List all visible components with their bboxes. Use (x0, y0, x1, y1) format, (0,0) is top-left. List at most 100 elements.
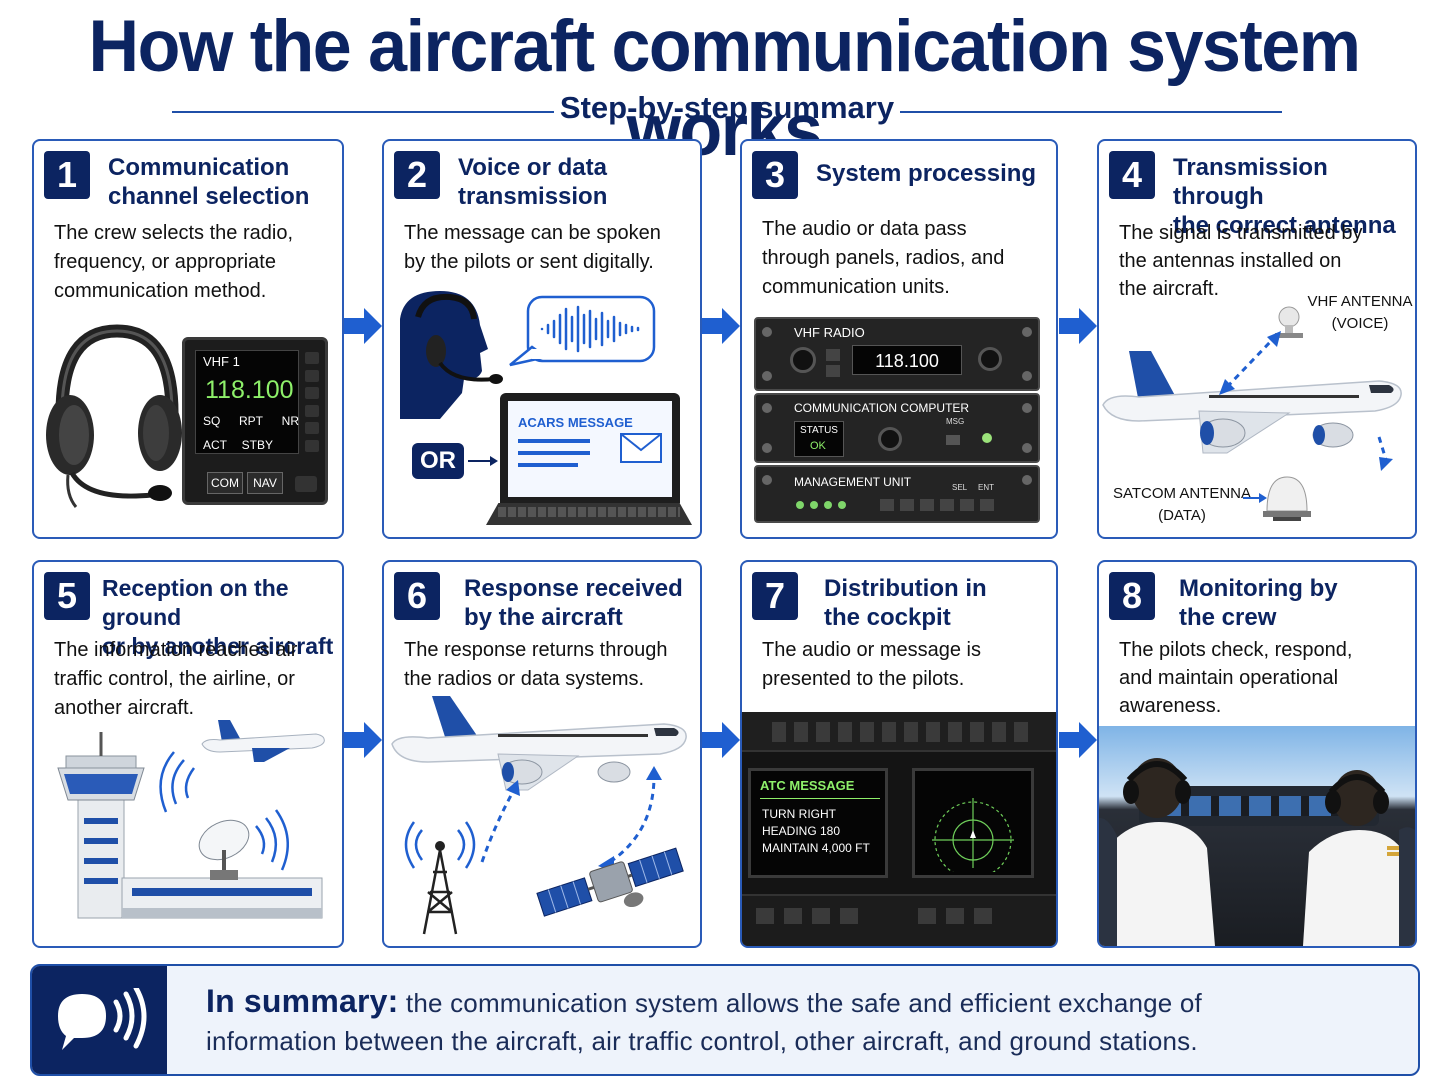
step-4-number: 4 (1109, 151, 1155, 199)
radio-waves-icon (159, 751, 289, 871)
atc-message-title: ATC MESSAGE (760, 778, 855, 793)
vhf-antenna-icon (1275, 306, 1303, 338)
softkey-nr[interactable]: NR (281, 414, 299, 428)
flow-arrow-6-7 (702, 722, 740, 758)
step-3-number: 3 (752, 151, 798, 199)
flow-arrow-1-2 (344, 308, 382, 344)
satellite-icon (536, 847, 684, 917)
summary-line-2: information between the aircraft, air tr… (206, 1026, 1198, 1056)
pilot-left-icon (1099, 758, 1215, 946)
vhf-channel-label: VHF 1 (203, 354, 240, 369)
step-8-number: 8 (1109, 572, 1155, 620)
summary-lead: In summary: (206, 983, 399, 1019)
laptop: ACARS MESSAGE (486, 393, 692, 529)
satcom-antenna-label: SATCOM ANTENNA(DATA) (1112, 485, 1252, 524)
communication-computer-unit: COMMUNICATION COMPUTER STATUS OK MSG (754, 393, 1040, 463)
vhf-radio-panel: VHF 1 118.100 SQ RPT NR ACT STBY COM NAV (182, 337, 328, 505)
vhf-radio-label: VHF RADIO (794, 325, 865, 340)
vhf-frequency-display: 118.100 (205, 376, 294, 404)
computer-label: COMMUNICATION COMPUTER (794, 401, 970, 415)
vhf-radio-unit: VHF RADIO 118.100 (754, 317, 1040, 391)
management-unit: MANAGEMENT UNIT SEL ENT (754, 465, 1040, 523)
softkey-rpt[interactable]: RPT (239, 414, 263, 428)
step-8-description: The pilots check, respond,and maintain o… (1119, 639, 1353, 717)
nav-button[interactable]: NAV (247, 472, 283, 494)
radio-mast-icon (404, 821, 476, 935)
softkey-sq[interactable]: SQ (203, 414, 221, 428)
or-badge: OR (412, 443, 464, 479)
summary-box: In summary: the communication system all… (30, 964, 1420, 1076)
satcom-antenna-icon (1263, 476, 1311, 521)
cockpit-crew-scene (1099, 726, 1415, 946)
laptop-message-title: ACARS MESSAGE (518, 415, 633, 430)
subtitle-divider-right (900, 111, 1282, 113)
flow-arrow-5-6 (344, 722, 382, 758)
page-subtitle: Step-by-step summary (559, 90, 895, 125)
pilot-speaking-icon (400, 291, 503, 419)
flow-arrow-2-3 (702, 308, 740, 344)
airplane-icon (1102, 351, 1402, 454)
step-1-description: The crew selects the radio,frequency, or… (54, 222, 293, 302)
step-3-title: System processing (816, 160, 1037, 187)
control-tower-icon (57, 732, 323, 919)
envelope-icon (620, 433, 662, 463)
speech-sound-icon (58, 988, 147, 1050)
small-airplane-icon (201, 720, 325, 762)
com-button[interactable]: COM (207, 472, 243, 494)
status-value: OK (810, 440, 826, 452)
vhf-radio-frequency: 118.100 (852, 345, 962, 375)
vhf-antenna-label: VHF ANTENNA(VOICE) (1307, 293, 1413, 332)
signal-dashed-arrows (1219, 331, 1393, 471)
subtitle-divider-left (172, 111, 554, 113)
step-7-number: 7 (752, 572, 798, 620)
arrow-right-icon (468, 456, 498, 466)
voice-waveform-bubble (509, 295, 656, 367)
step-2-number: 2 (394, 151, 440, 199)
step-6-number: 6 (394, 572, 440, 620)
msg-label: MSG (946, 417, 965, 426)
status-label: STATUS (800, 425, 838, 436)
sel-label: SEL (952, 483, 968, 492)
ent-label: ENT (978, 483, 994, 492)
flow-arrow-7-8 (1059, 722, 1097, 758)
step-5-number: 5 (44, 572, 90, 620)
summary-icon-box (32, 966, 167, 1074)
signal-dashed-arrows (480, 766, 662, 872)
flow-arrow-3-4 (1059, 308, 1097, 344)
arrow-right-icon (1243, 493, 1267, 503)
subtitle-row: Step-by-step summary (172, 90, 1282, 130)
step-1-number: 1 (44, 151, 90, 199)
softkey-act[interactable]: ACT (203, 438, 227, 452)
summary-text: In summary: the communication system all… (206, 982, 1396, 1060)
mgmt-label: MANAGEMENT UNIT (794, 475, 912, 489)
summary-line-1: the communication system allows the safe… (405, 988, 1202, 1018)
navigation-display-icon (932, 798, 1014, 872)
step-3-panel: 3 System processing The audio or data pa… (740, 139, 1058, 539)
pilot-right-icon (1303, 770, 1415, 946)
softkey-stby[interactable]: STBY (241, 438, 273, 452)
headset-icon (46, 324, 182, 508)
page-title: How the aircraft communication system wo… (88, 5, 1361, 171)
